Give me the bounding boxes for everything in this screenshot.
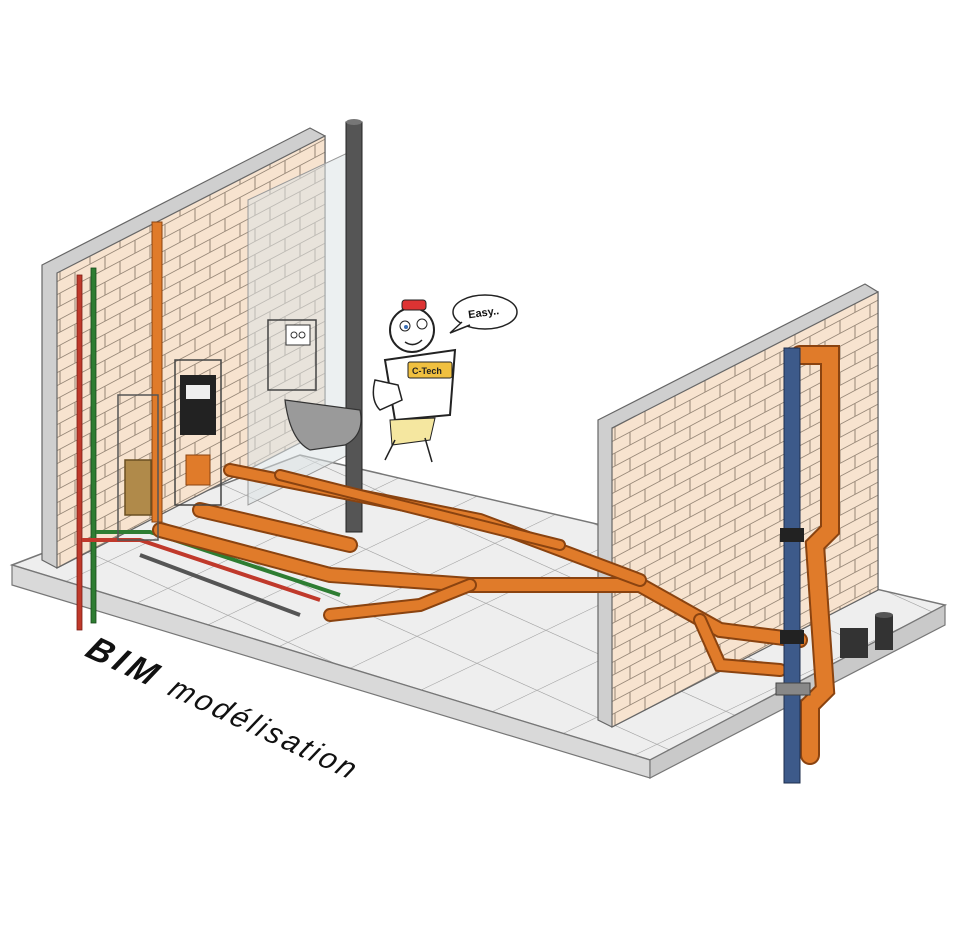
mascot-character: C-Tech [372, 299, 457, 463]
wall-hung-toilet [267, 319, 362, 451]
floor-drain-fittings [840, 612, 893, 658]
grey-stack-pipe [345, 119, 363, 533]
mascot-badge: C-Tech [412, 366, 442, 376]
blue-vertical-stack [775, 347, 811, 784]
install-frame-left [117, 394, 159, 541]
orange-vertical-stack-right [790, 345, 840, 765]
orange-vertical-pipe-left [151, 221, 163, 523]
speech-bubble: Easy.. [449, 294, 518, 334]
toilet-carrier-frame [174, 359, 222, 506]
orange-drain-network [152, 463, 808, 677]
speech-text: Easy.. [467, 305, 499, 321]
